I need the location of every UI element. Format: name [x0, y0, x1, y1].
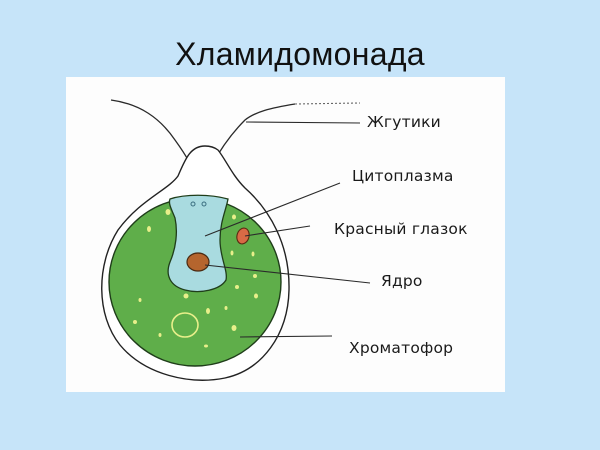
pointer-nucleus — [204, 264, 371, 284]
starch-granules — [133, 209, 258, 348]
basal-bodies — [190, 201, 207, 207]
pointer-eyespot — [244, 225, 311, 237]
pointer-flagella-dashed — [294, 102, 361, 105]
label-nucleus: Ядро — [381, 272, 423, 290]
pointer-cytoplasm — [204, 182, 341, 237]
label-chromatophore: Хроматофор — [349, 339, 454, 357]
pyrenoid — [171, 312, 199, 338]
pointer-flagella — [245, 121, 361, 124]
nucleus — [186, 252, 210, 272]
label-flagella: Жгутики — [367, 113, 441, 131]
label-cytoplasm: Цитоплазма — [352, 167, 454, 185]
pointer-lines — [204, 102, 371, 338]
cytoplasm-region — [167, 194, 229, 293]
label-eyespot: Красный глазок — [334, 220, 468, 238]
slide-title: Хламидомонада — [175, 36, 425, 72]
eyespot — [236, 227, 250, 245]
pointer-chromatophore — [239, 335, 333, 338]
